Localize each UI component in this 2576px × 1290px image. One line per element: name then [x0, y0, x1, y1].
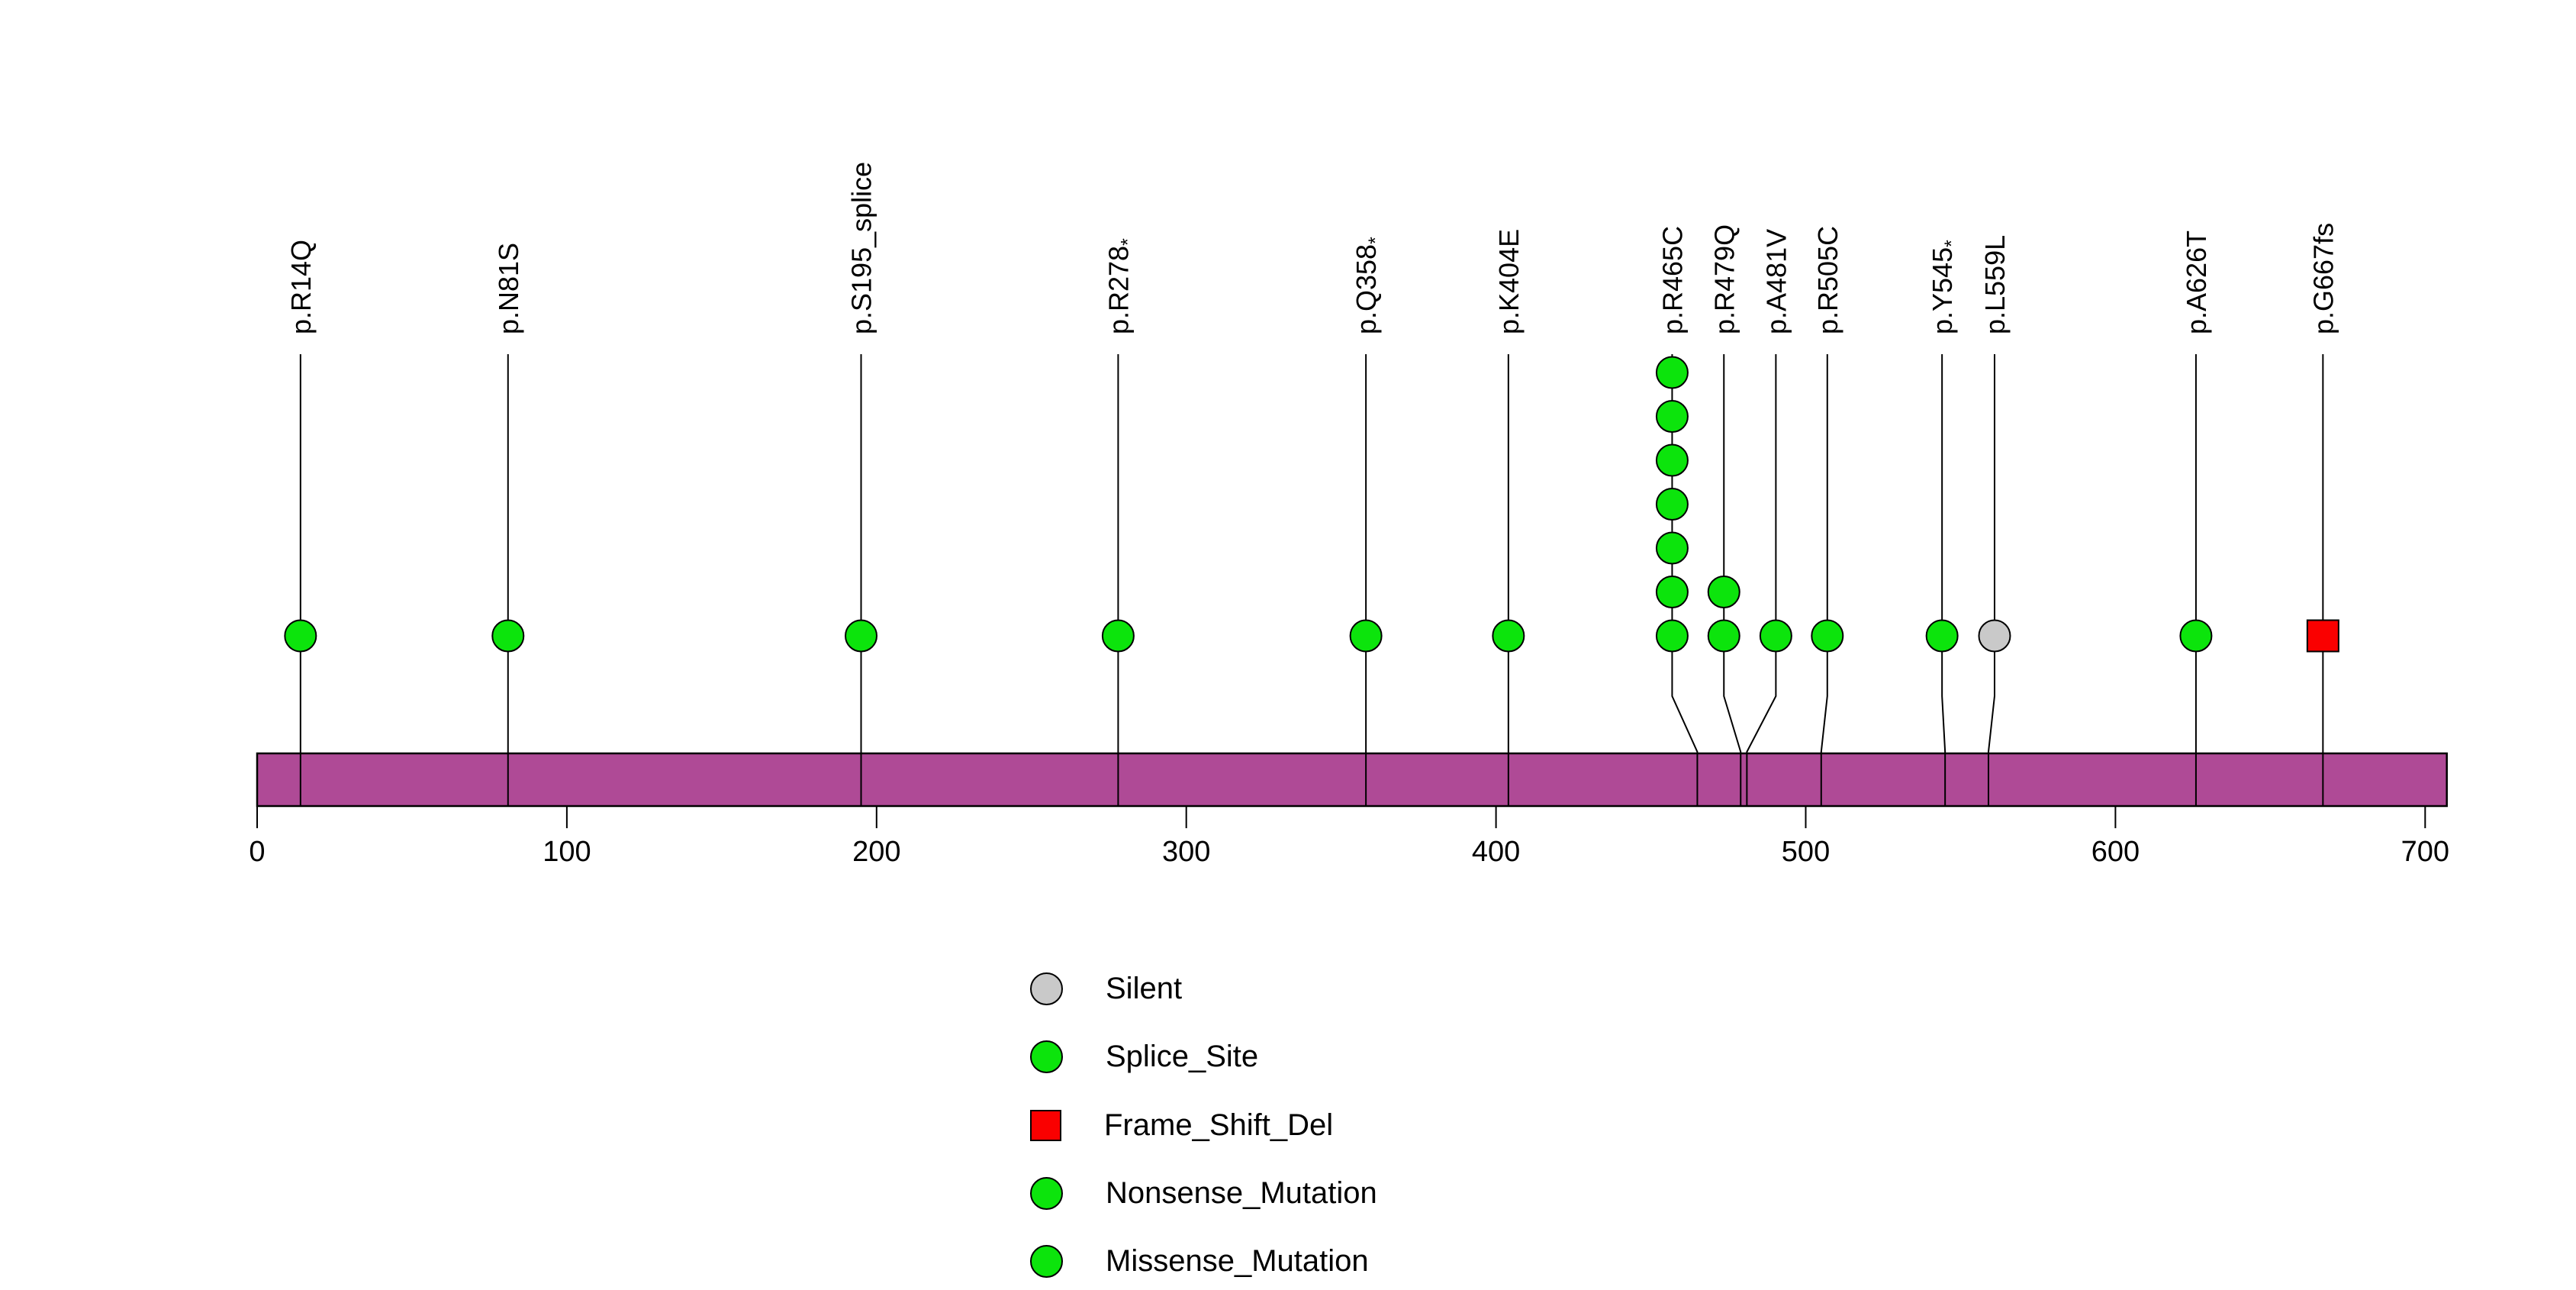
mutation-marker-p-k404e [1492, 619, 1525, 653]
mutation-marker-p-a481v [1759, 619, 1792, 653]
missense-mutation-marker-icon [1030, 1245, 1063, 1279]
mutation-marker-p-r465c [1655, 443, 1689, 477]
mutation-marker-p-r465c [1655, 400, 1689, 433]
legend: Silent Splice_Site Frame_Shift_Del Nonse… [1030, 955, 1377, 1290]
legend-item-missense-mutation: Missense_Mutation [1030, 1227, 1377, 1290]
gene-body-bar [256, 752, 2448, 808]
mutation-marker-p-r278 [1101, 619, 1135, 653]
mutation-marker-p-r465c [1655, 356, 1689, 389]
frame-shift-del-marker-icon [1030, 1109, 1061, 1141]
mutation-label-p-y545: p.Y545* [1927, 240, 1963, 334]
mutation-label-p-r505c: p.R505C [1812, 226, 1843, 334]
axis-tick-label-600: 600 [2091, 836, 2140, 868]
mutation-marker-p-l559l [1978, 619, 2011, 653]
mutation-marker-p-r14q [284, 619, 317, 653]
axis-tick-label-100: 100 [543, 836, 591, 868]
legend-item-splice-site: Splice_Site [1030, 1023, 1377, 1091]
mutation-label-p-l559l: p.L559L [1979, 235, 2011, 334]
mutation-marker-p-g667fs [2306, 619, 2339, 653]
axis-tick-label-0: 0 [249, 836, 265, 868]
mutation-label-p-r278: p.R278* [1103, 238, 1138, 334]
mutation-marker-p-r465c [1655, 488, 1689, 521]
mutation-label-p-q358: p.Q358* [1351, 237, 1386, 334]
mutation-marker-p-r479q [1707, 576, 1740, 608]
mutation-marker-p-y545 [1925, 619, 1959, 653]
splice-site-marker-icon [1030, 1040, 1063, 1074]
lollipop-stick-p-r465c [1671, 354, 1699, 806]
mutation-label-p-r14q: p.R14Q [285, 240, 317, 334]
legend-item-nonsense-mutation: Nonsense_Mutation [1030, 1159, 1377, 1227]
legend-label: Splice_Site [1106, 1040, 1259, 1074]
legend-label: Frame_Shift_Del [1104, 1108, 1334, 1142]
lollipop-stick-p-l559l [1987, 354, 1995, 806]
silent-marker-icon [1030, 972, 1063, 1006]
mutation-label-p-k404e: p.K404E [1493, 229, 1525, 334]
mutation-label-p-g667fs: p.G667fs [2307, 223, 2339, 334]
mutation-label-p-a481v: p.A481V [1760, 229, 1792, 334]
mutation-marker-p-r505c [1811, 619, 1844, 653]
mutation-marker-p-r465c [1655, 619, 1689, 653]
mutation-marker-p-s195-splice [845, 619, 878, 653]
mutation-label-p-r465c: p.R465C [1657, 226, 1688, 334]
nonsense-mutation-marker-icon [1030, 1177, 1063, 1211]
mutation-label-p-a626t: p.A626T [2181, 231, 2212, 334]
mutation-marker-p-a626t [2179, 619, 2213, 653]
mutation-label-p-s195-splice: p.S195_splice [846, 162, 877, 334]
axis-tick-label-700: 700 [2401, 836, 2449, 868]
axis-tick-label-400: 400 [1472, 836, 1520, 868]
lollipop-stick-p-r479q [1723, 354, 1742, 806]
axis-tick-label-500: 500 [1782, 836, 1830, 868]
lollipop-stick-p-r505c [1820, 354, 1828, 806]
mutation-marker-p-q358 [1349, 619, 1383, 653]
lollipop-stick-p-a481v [1746, 354, 1777, 806]
mutation-label-p-r479q: p.R479Q [1708, 224, 1740, 334]
axis-tick-label-300: 300 [1162, 836, 1210, 868]
legend-item-silent: Silent [1030, 955, 1377, 1023]
legend-label: Silent [1106, 972, 1183, 1006]
axis-tick-label-200: 200 [852, 836, 900, 868]
legend-label: Missense_Mutation [1106, 1244, 1369, 1279]
mutation-marker-p-r465c [1655, 576, 1689, 608]
legend-label: Nonsense_Mutation [1106, 1176, 1377, 1211]
mutation-marker-p-n81s [491, 619, 525, 653]
legend-item-frame-shift-del: Frame_Shift_Del [1030, 1092, 1377, 1159]
mutation-marker-p-r465c [1655, 531, 1689, 565]
lollipop-stick-p-y545 [1941, 354, 1946, 806]
mutation-marker-p-r479q [1707, 619, 1740, 653]
mutation-label-p-n81s: p.N81S [493, 243, 524, 334]
